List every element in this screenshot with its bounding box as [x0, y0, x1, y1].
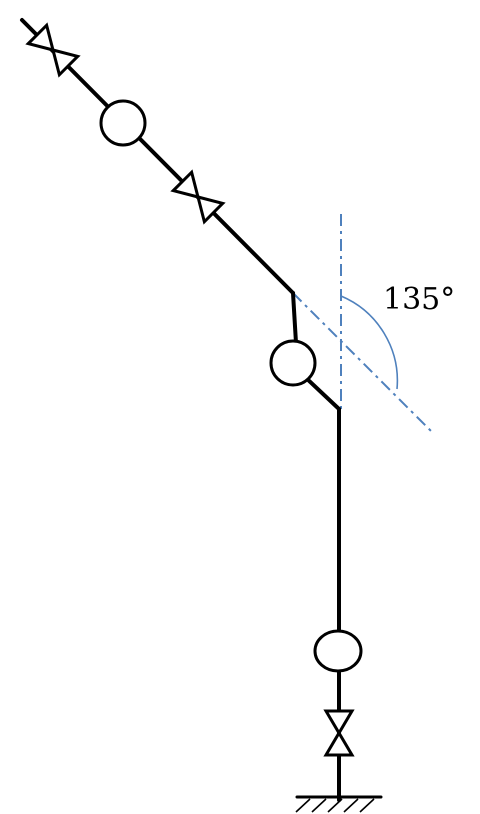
ground-support-icon	[295, 795, 383, 813]
angle-label: 135°	[383, 282, 455, 317]
diagonal-reference-line	[292, 292, 433, 433]
short-vertical-pipe-segment	[291, 291, 298, 345]
gate-valve-icon	[323, 709, 355, 757]
diagonal-link-pipe-segment	[303, 375, 341, 411]
circle-joint-icon	[313, 629, 363, 673]
pipe-run	[20, 18, 341, 802]
reference-lines	[292, 214, 433, 433]
circle-joint-icon	[269, 339, 317, 387]
circle-joint-icon	[99, 99, 147, 147]
angle-arc	[340, 295, 399, 390]
gate-valve-icon	[170, 169, 226, 225]
gate-valve-icon	[25, 22, 81, 78]
